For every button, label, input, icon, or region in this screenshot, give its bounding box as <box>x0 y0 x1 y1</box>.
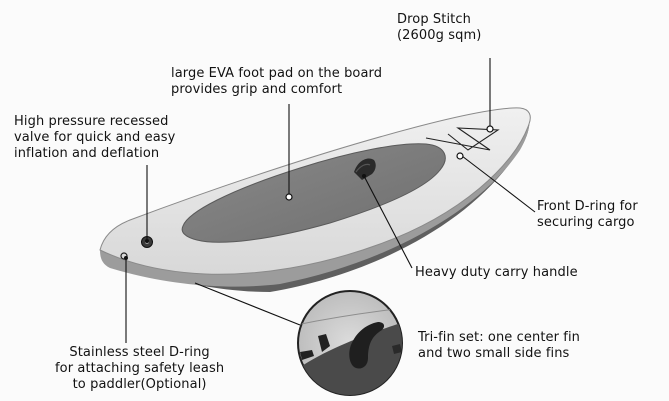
tail-d-ring <box>120 252 128 260</box>
valve-label: High pressure recessed valve for quick a… <box>14 114 176 161</box>
drop-stitch-label: Drop Stitch (2600g sqm) <box>397 12 482 43</box>
fin-closeup <box>297 290 403 396</box>
steel-d-ring-label: Stainless steel D-ring for attaching saf… <box>55 345 225 392</box>
board-rail <box>100 112 530 287</box>
eva-foot-pad <box>181 143 446 243</box>
side-fin <box>300 350 314 360</box>
eva-pad-label: large EVA foot pad on the board provides… <box>171 66 383 97</box>
center-fin <box>349 322 385 369</box>
carry-handle <box>354 158 376 180</box>
side-fin <box>318 334 330 352</box>
tri-fin-label: Tri-fin set: one center fin and two smal… <box>418 330 581 361</box>
bungee-cord <box>425 127 500 151</box>
carry-handle-label: Heavy duty carry handle <box>415 265 578 280</box>
front-d-ring-label: Front D-ring for securing cargo <box>537 199 638 230</box>
